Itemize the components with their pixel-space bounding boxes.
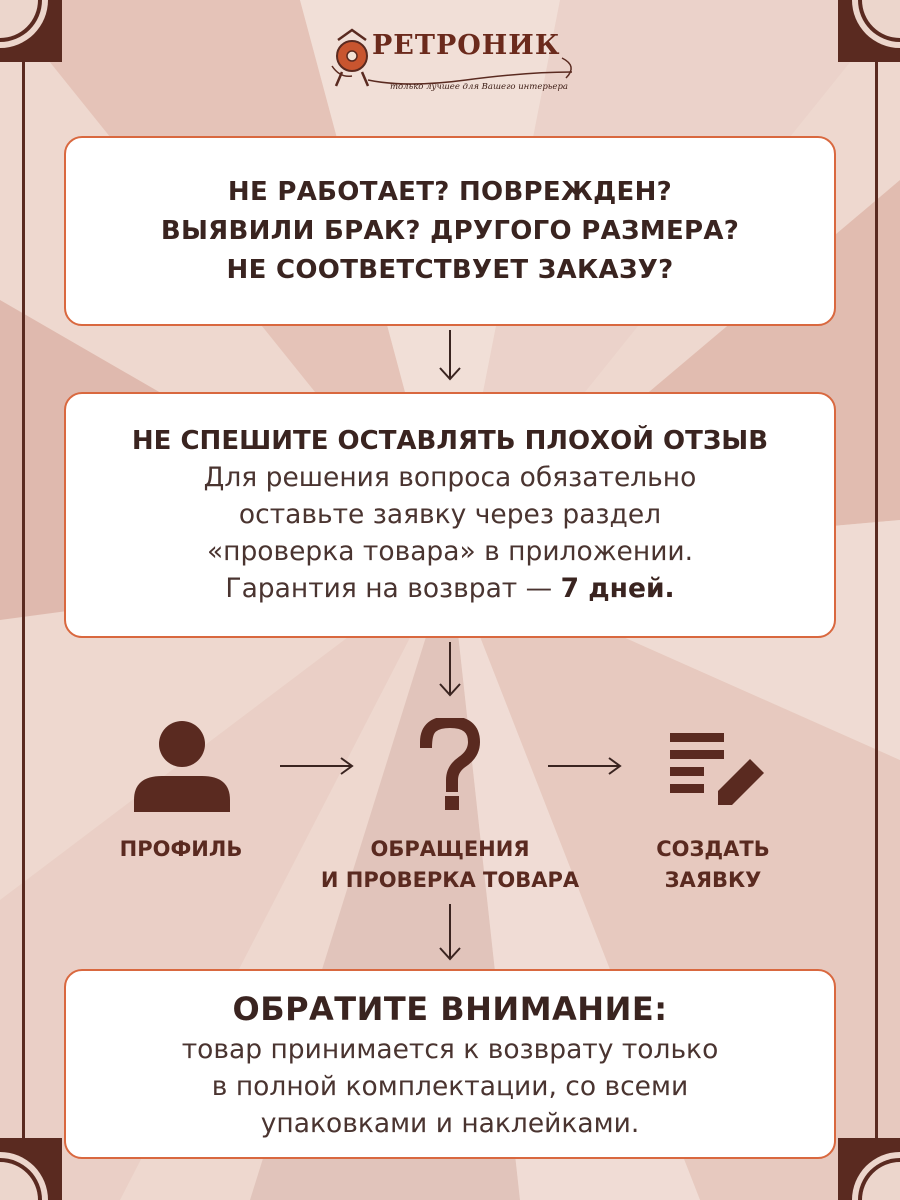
corner-ornament-icon [0,1138,62,1200]
question-line: НЕ СООТВЕТСТВУЕТ ЗАКАЗУ? [226,254,674,285]
edit-document-icon [670,733,764,805]
notice-text-line: в полной комплектации, со всеми [211,1070,689,1102]
card-heading: НЕ СПЕШИТЕ ОСТАВЛЯТЬ ПЛОХОЙ ОТЗЫВ [131,426,769,456]
dont-rush-review-card: НЕ СПЕШИТЕ ОСТАВЛЯТЬ ПЛОХОЙ ОТЗЫВ Для ре… [64,392,836,638]
card-text-line: Для решения вопроса обязательно [203,462,697,493]
step-label-line: ПРОФИЛЬ [119,837,243,861]
brand-name: РЕТРОНИК [372,30,561,61]
question-line: НЕ РАБОТАЕТ? ПОВРЕЖДЕН? [227,176,673,207]
question-mark-icon [420,718,480,810]
guarantee-line: Гарантия на возврат — 7 дней. [225,570,674,607]
arrow-down-icon [439,904,461,961]
arrow-right-icon [280,757,354,775]
step-label-line: ЗАЯВКУ [664,868,762,892]
step-label-line: СОЗДАТЬ [656,837,770,861]
step-label-line: И ПРОВЕРКА ТОВАРА [320,868,580,892]
corner-ornament-icon [838,0,900,62]
step-label-appeals: ОБРАЩЕНИЯ И ПРОВЕРКА ТОВАРА [285,834,615,896]
corner-ornament-icon [0,0,62,62]
brand-tagline: только лучшее для Вашего интерьера [390,82,568,92]
step-label-create-request: СОЗДАТЬ ЗАЯВКУ [630,834,796,896]
notice-text-line: товар принимается к возврату только [181,1033,719,1065]
gramophone-emblem-icon [331,28,370,87]
arrow-down-icon [439,642,461,697]
step-label-line: ОБРАЩЕНИЯ [370,837,530,861]
card-text-line: «проверка товара» в приложении. [206,536,694,567]
problem-questions-card: НЕ РАБОТАЕТ? ПОВРЕЖДЕН? ВЫЯВИЛИ БРАК? ДР… [64,136,836,326]
guarantee-period: 7 дней. [560,573,675,604]
arrow-down-icon [439,330,461,381]
notice-heading: ОБРАТИТЕ ВНИМАНИЕ: [232,989,668,1028]
notice-text-line: упаковками и наклейками. [260,1107,640,1139]
card-text-line: оставьте заявку через раздел [238,499,662,530]
corner-ornament-icon [838,1138,900,1200]
arrow-right-icon [548,757,622,775]
brand-logo: РЕТРОНИК только лучшее для Вашего интерь… [328,26,578,98]
guarantee-label: Гарантия на возврат — [225,573,561,604]
logo-swash-ornament [367,57,573,85]
step-label-profile: ПРОФИЛЬ [105,834,257,865]
attention-notice-card: ОБРАТИТЕ ВНИМАНИЕ: товар принимается к в… [64,969,836,1159]
question-line: ВЫЯВИЛИ БРАК? ДРУГОГО РАЗМЕРА? [160,215,740,246]
user-icon [134,721,230,812]
